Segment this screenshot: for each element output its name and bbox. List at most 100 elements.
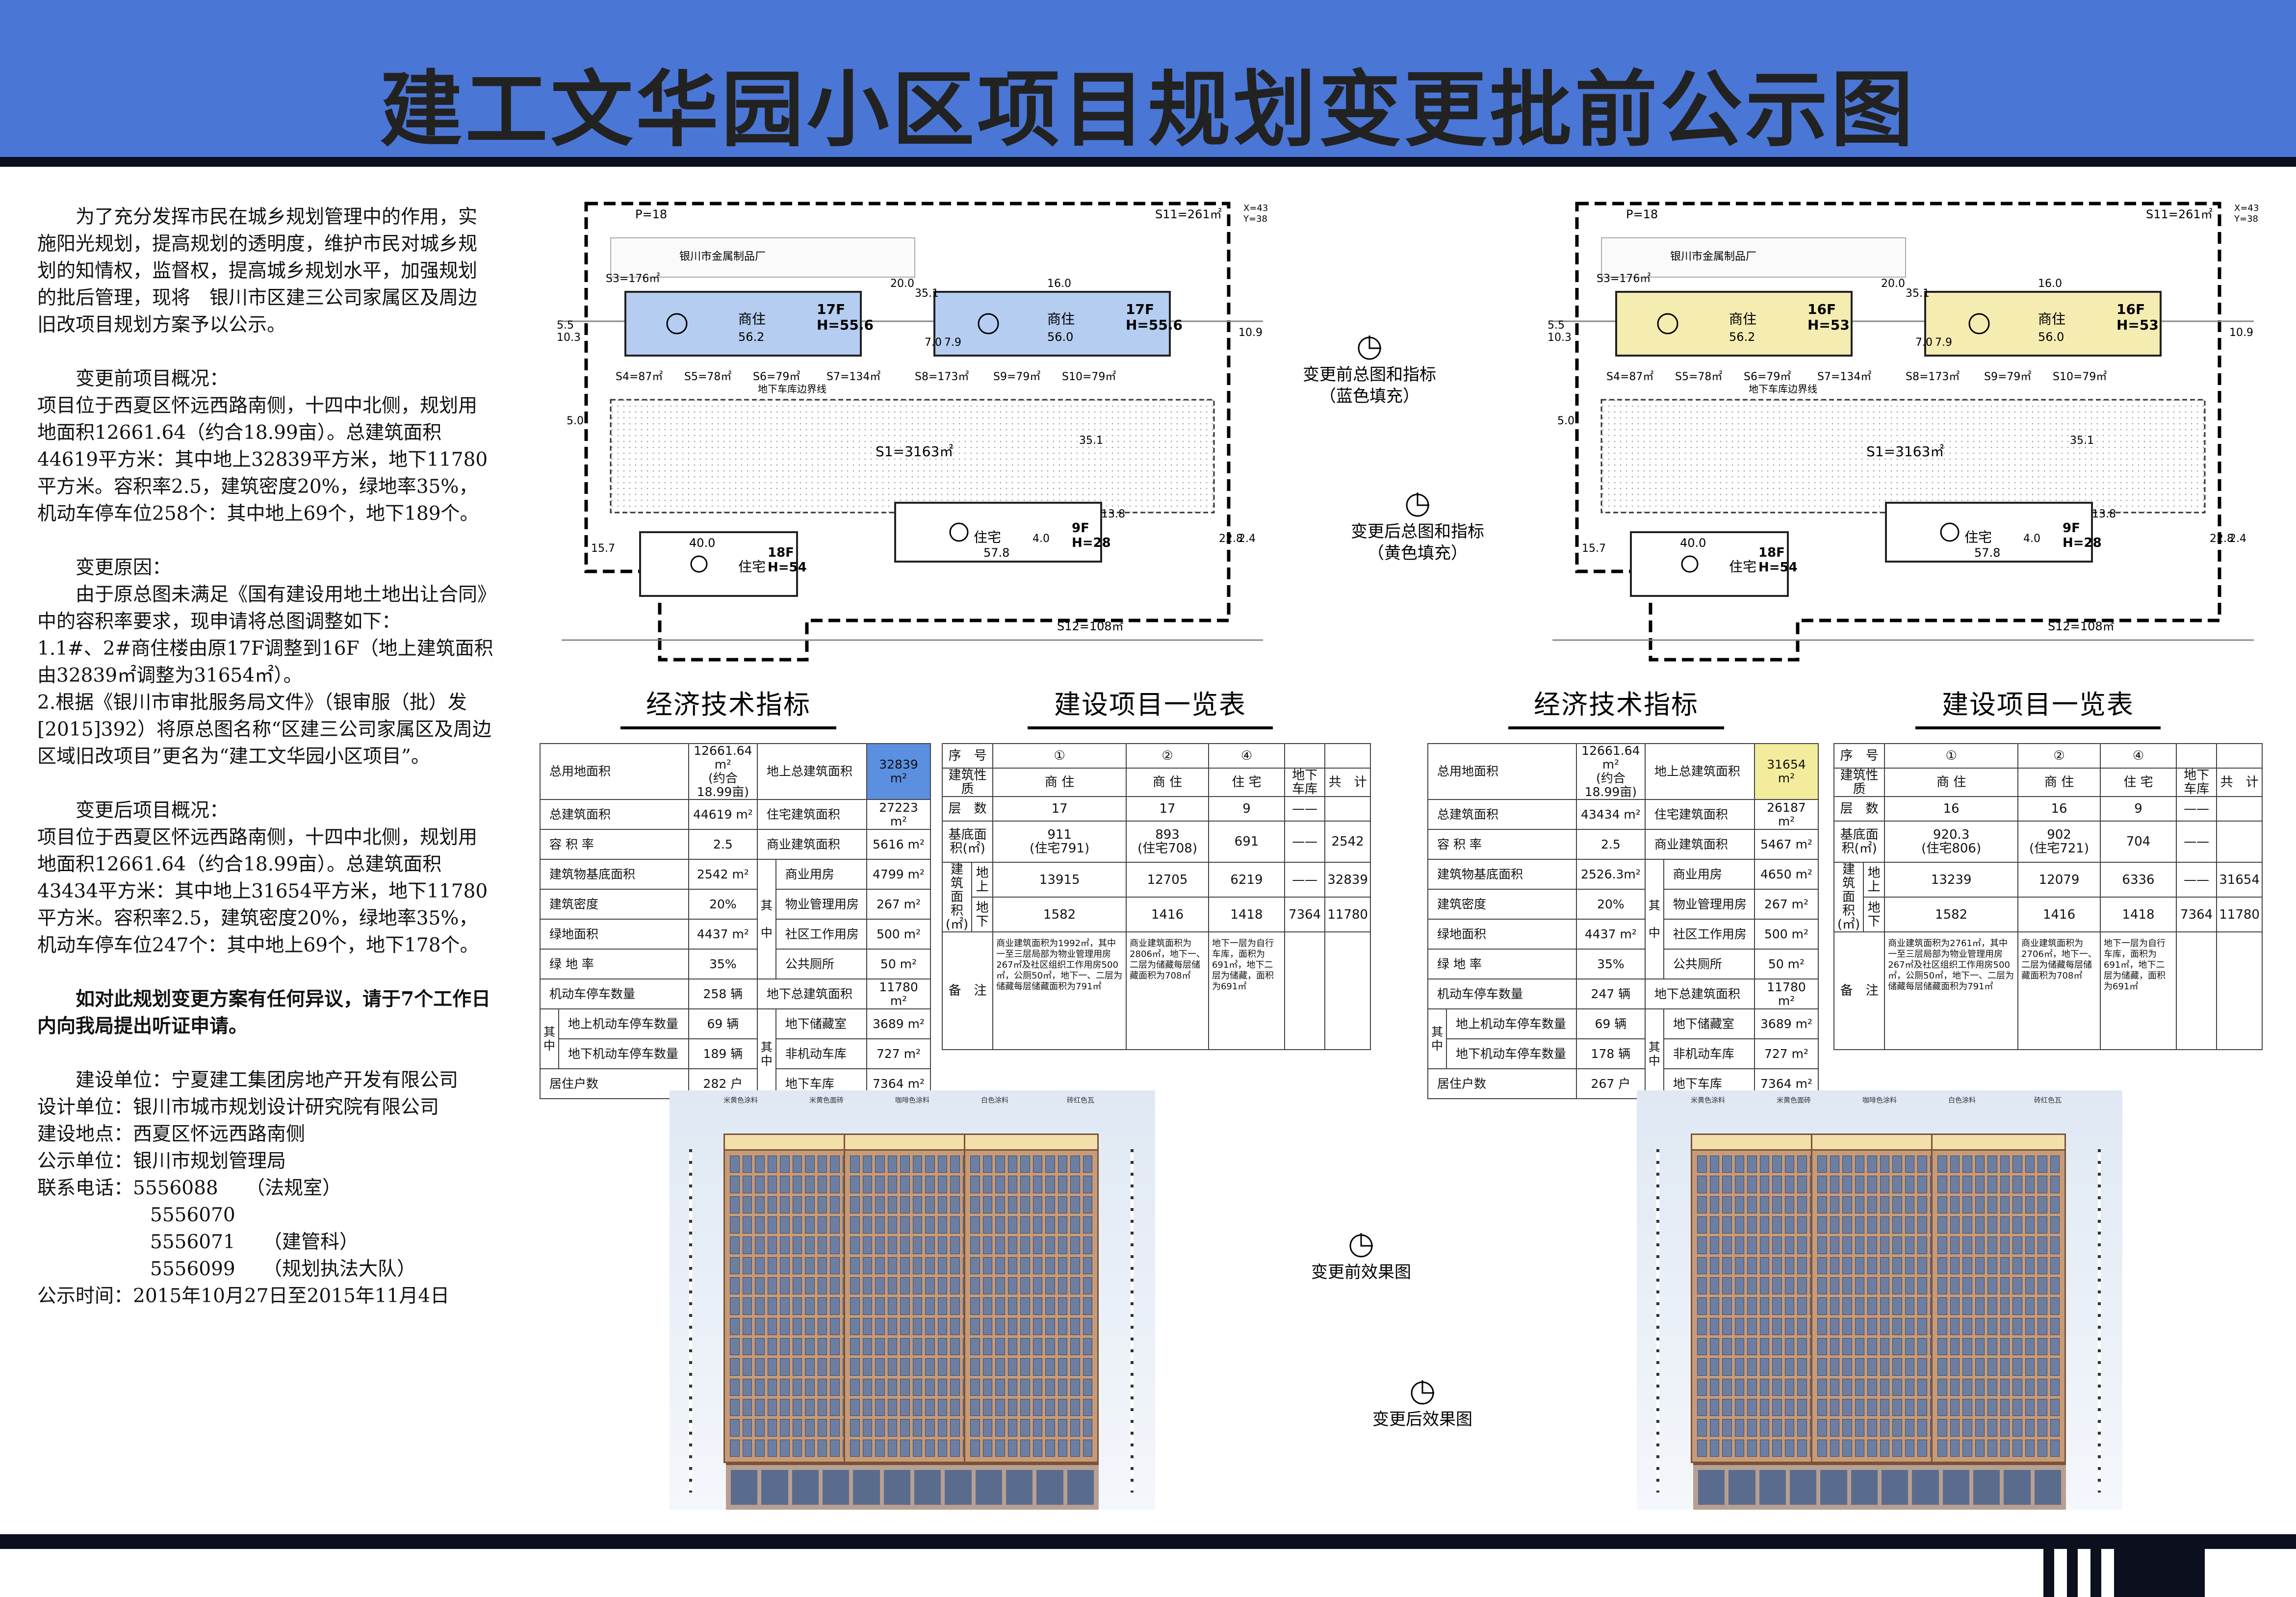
window [1880,1297,1889,1315]
window [1722,1398,1732,1417]
height-scale [1131,1149,1134,1493]
window [2038,1338,2047,1356]
window [2038,1176,2047,1193]
window [1007,1277,1017,1295]
window [862,1358,872,1376]
window [1709,1196,1719,1213]
window [1070,1378,1080,1396]
window [1892,1156,1902,1173]
window [1772,1196,1782,1213]
window [950,1358,960,1376]
indicator-label: 建筑物基底面积 [540,859,689,890]
window [792,1156,802,1173]
project-floors: 16 [2017,796,2101,822]
window [1817,1277,1827,1295]
window [1962,1338,1972,1356]
window [950,1317,960,1335]
window [1842,1398,1852,1417]
project-header: 备 注 [941,931,994,1050]
window [2050,1378,2060,1396]
parking-lot [610,399,1215,514]
project-base: 2542 [1324,821,1371,863]
project-floors: —— [1284,796,1326,822]
project-base: 704 [2099,821,2177,863]
window [1842,1176,1852,1193]
window [1987,1419,1997,1437]
shopfront [1912,1470,1939,1505]
window [1045,1338,1055,1356]
notice-intro: 为了充分发挥市民在城乡规划管理中的作用，实施阳光规划，提高规划的透明度，维护市民… [37,206,478,336]
window [1937,1156,1947,1173]
window [805,1257,815,1274]
window [887,1317,897,1335]
project-above: 12079 [2017,862,2101,898]
window [862,1439,872,1457]
window [1772,1277,1782,1295]
window [1083,1398,1092,1417]
indicator-label: 地下总建筑面积 [756,979,868,1009]
window [742,1378,752,1396]
indicator-label: 建筑密度 [540,889,689,920]
window [850,1277,860,1295]
project-number: ① [1884,743,2019,769]
window [1784,1297,1794,1315]
window [1817,1338,1827,1356]
project-floors: 17 [992,796,1127,822]
window [1747,1398,1757,1417]
window [792,1196,802,1213]
legend-after-render-text: 变更后效果图 [1372,1410,1472,1429]
indicator-label: 地上机动车停车数量 [558,1008,689,1039]
window [805,1338,815,1356]
window [1830,1439,1839,1457]
building-1 [1615,291,1853,357]
legend-after-plan-text: 变更后总图和指标 （黄色填充） [1351,522,1484,563]
project-number: ② [2017,743,2101,769]
building-floors-label: H=55.6 [1126,317,1183,333]
window [1007,1176,1017,1193]
indicator-side-label: 其中 [1644,1008,1664,1099]
building-floors-label: H=53 [2116,317,2159,333]
window [1905,1176,1914,1193]
window [780,1398,790,1417]
window [2038,1236,2047,1254]
window [1892,1236,1902,1254]
window [900,1338,910,1356]
window [1797,1338,1807,1356]
parking-lot [1600,399,2206,514]
window [1937,1216,1947,1234]
project-floors [1324,796,1371,822]
window [792,1176,802,1193]
project-total: 共 计 [2216,768,2263,797]
indicator-label: 机动车停车数量 [540,979,689,1009]
window [875,1257,885,1274]
window [792,1358,802,1376]
project-note: 商业建筑面积为2706㎡，地下一、二层为储藏每层储藏面积为708㎡ [2017,931,2101,1050]
window [2038,1378,2047,1396]
window [912,1236,922,1254]
window [1962,1419,1972,1437]
indicator-label: 总建筑面积 [1427,799,1577,830]
dimension-label: 35.1 [915,287,939,300]
window [1797,1439,1807,1457]
window [1020,1338,1030,1356]
window [937,1277,947,1295]
tower-block [723,1149,858,1463]
window [1709,1317,1719,1335]
window [937,1317,947,1335]
window [1937,1439,1947,1457]
window [830,1236,840,1254]
indicator-label: 容 积 率 [1427,829,1577,860]
window [730,1277,740,1295]
window [1892,1257,1902,1274]
window [1784,1196,1794,1213]
window [2025,1196,2035,1213]
window [1905,1358,1914,1376]
window [1058,1236,1067,1254]
indicator-value: 50 m² [1754,949,1819,979]
window [1855,1196,1864,1213]
project-base: —— [2176,821,2218,863]
window [805,1317,815,1335]
window [1722,1439,1732,1457]
window [1772,1236,1782,1254]
